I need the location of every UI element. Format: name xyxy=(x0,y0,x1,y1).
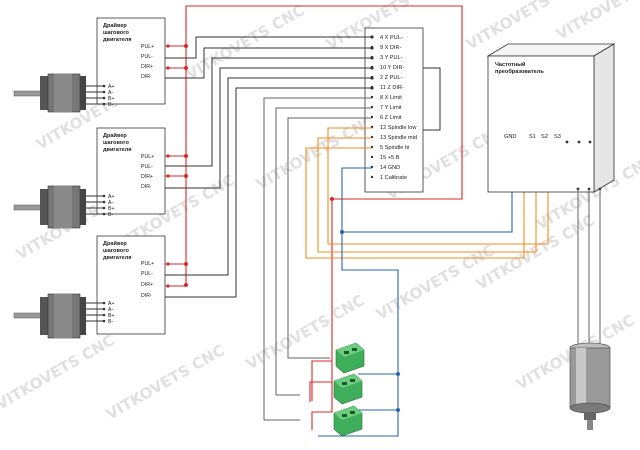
vfd-pin-s2: S2 xyxy=(541,134,548,140)
driver-2-b-minus: B- xyxy=(108,212,113,218)
driver-1-dir-plus: DIR+ xyxy=(141,64,153,70)
stepper-motor-icon xyxy=(13,185,104,229)
breakout-pin-label: 7 Y Limit xyxy=(380,105,402,111)
breakout-pin-terminal xyxy=(370,155,374,159)
driver-1-pul-plus: PUL+ xyxy=(141,44,154,50)
watermark-text: VITKOVETS CNC xyxy=(103,341,228,423)
watermark-text: VITKOVETS CNC xyxy=(183,1,308,83)
breakout-pin-label: 1 Calibrate xyxy=(380,175,407,181)
breakout-pin-label: 13 Spindle mid xyxy=(380,135,417,141)
breakout-pin-label: 4 X PUL- xyxy=(380,35,403,41)
driver-1-title-line-2: шагового xyxy=(103,30,129,36)
driver-3-dir-minus: DIR- xyxy=(141,293,152,299)
spindle-motor-icon xyxy=(569,342,611,430)
driver-3-pul-minus: PUL- xyxy=(141,271,153,277)
breakout-pin-terminal xyxy=(370,175,374,179)
signal-wires xyxy=(165,35,441,421)
stepper-motor-icon xyxy=(13,73,104,113)
driver-1-dir-minus: DIR- xyxy=(141,74,152,80)
driver-2-b-plus: B+ xyxy=(108,206,115,212)
breakout-pin-label: 15 +5 B xyxy=(380,155,400,161)
driver-1-b-minus: B- xyxy=(108,102,113,108)
driver-1-b-plus: B+ xyxy=(108,96,115,102)
breakout-pin-label: 5 Spindle hi xyxy=(380,145,409,151)
terminal-block-icon xyxy=(333,373,363,405)
stepper-driver-3: Драйвер шагового двигателя PUL+ PUL- DIR… xyxy=(96,235,166,335)
driver-2-pul-plus: PUL+ xyxy=(141,154,154,160)
driver-2-dir-minus: DIR- xyxy=(141,184,152,190)
red-power-bus xyxy=(165,5,463,430)
driver-1-title-line-1: Драйвер xyxy=(103,22,127,29)
breakout-pin-label: 3 Y PUL- xyxy=(380,55,403,61)
breakout-pin-label: 2 Z PUL- xyxy=(380,75,403,81)
driver-3-title-line-1: Драйвер xyxy=(103,240,127,247)
driver-2-title-line-2: шагового xyxy=(103,140,129,146)
vfd-pin-s1: S1 xyxy=(529,134,536,140)
stepper-driver-1: Драйвер шагового двигателя PUL+ PUL- DIR… xyxy=(96,17,166,108)
watermark-text: VITKOVETS CNC xyxy=(553,0,640,43)
driver-2-title-line-1: Драйвер xyxy=(103,132,127,139)
spindle-speed-wires xyxy=(305,127,550,259)
breakout-pin-label: 9 X DIR- xyxy=(380,45,402,51)
driver-2-a-plus: A+ xyxy=(108,194,115,200)
stepper-motor-icon xyxy=(13,293,104,339)
driver-2-a-minus: A- xyxy=(108,200,113,206)
driver-3-b-minus: B- xyxy=(108,319,113,325)
vfd-pin-s3: S3 xyxy=(554,134,561,140)
terminal-block-icon xyxy=(333,405,363,437)
driver-3-pul-plus: PUL+ xyxy=(141,261,154,267)
breakout-pin-label: 11 Z DIR- xyxy=(380,85,404,91)
driver-3-b-plus: B+ xyxy=(108,313,115,319)
breakout-pin-label: 10 Y DIR- xyxy=(380,65,404,71)
driver-3-a-plus: A+ xyxy=(108,301,115,307)
driver-3-title-line-2: шагового xyxy=(103,248,129,254)
driver-1-a-minus: A- xyxy=(108,90,113,96)
vfd-pin-gnd: GND xyxy=(504,134,516,140)
driver-2-dir-plus: DIR+ xyxy=(141,174,153,180)
driver-3-a-minus: A- xyxy=(108,307,113,313)
breakout-pin-label: 12 Spindle low xyxy=(380,125,417,131)
breakout-pin-label: 6 Z Limit xyxy=(380,115,402,121)
driver-2-title-line-3: двигателя xyxy=(103,147,132,153)
breakout-board: 4 X PUL- 9 X DIR- 3 Y PUL- 10 Y DIR- 2 Z PUL… xyxy=(364,27,424,193)
terminal-block-icon xyxy=(335,342,365,374)
driver-3-title-line-3: двигателя xyxy=(103,255,132,261)
watermark-text: VITKOVETS CNC xyxy=(253,111,378,193)
driver-2-pul-minus: PUL- xyxy=(141,164,153,170)
driver-1-a-plus: A+ xyxy=(108,84,115,90)
breakout-pin-label: 14 GND xyxy=(380,165,400,171)
watermark-text: VITKOVETS CNC xyxy=(0,331,118,413)
breakout-pin-label: 8 X Limit xyxy=(380,95,402,101)
stepper-driver-2: Драйвер шагового двигателя PUL+ PUL- DIR… xyxy=(96,127,166,218)
vfd-title-line-2: преобразователь xyxy=(495,68,544,75)
driver-3-dir-plus: DIR+ xyxy=(141,282,153,288)
driver-1-pul-minus: PUL- xyxy=(141,54,153,60)
driver-1-title-line-3: двигателя xyxy=(103,37,132,43)
frequency-converter: Частотный преобразователь GND S1 S2 S3 xyxy=(486,43,616,348)
vfd-title-line-1: Частотный xyxy=(495,61,526,68)
